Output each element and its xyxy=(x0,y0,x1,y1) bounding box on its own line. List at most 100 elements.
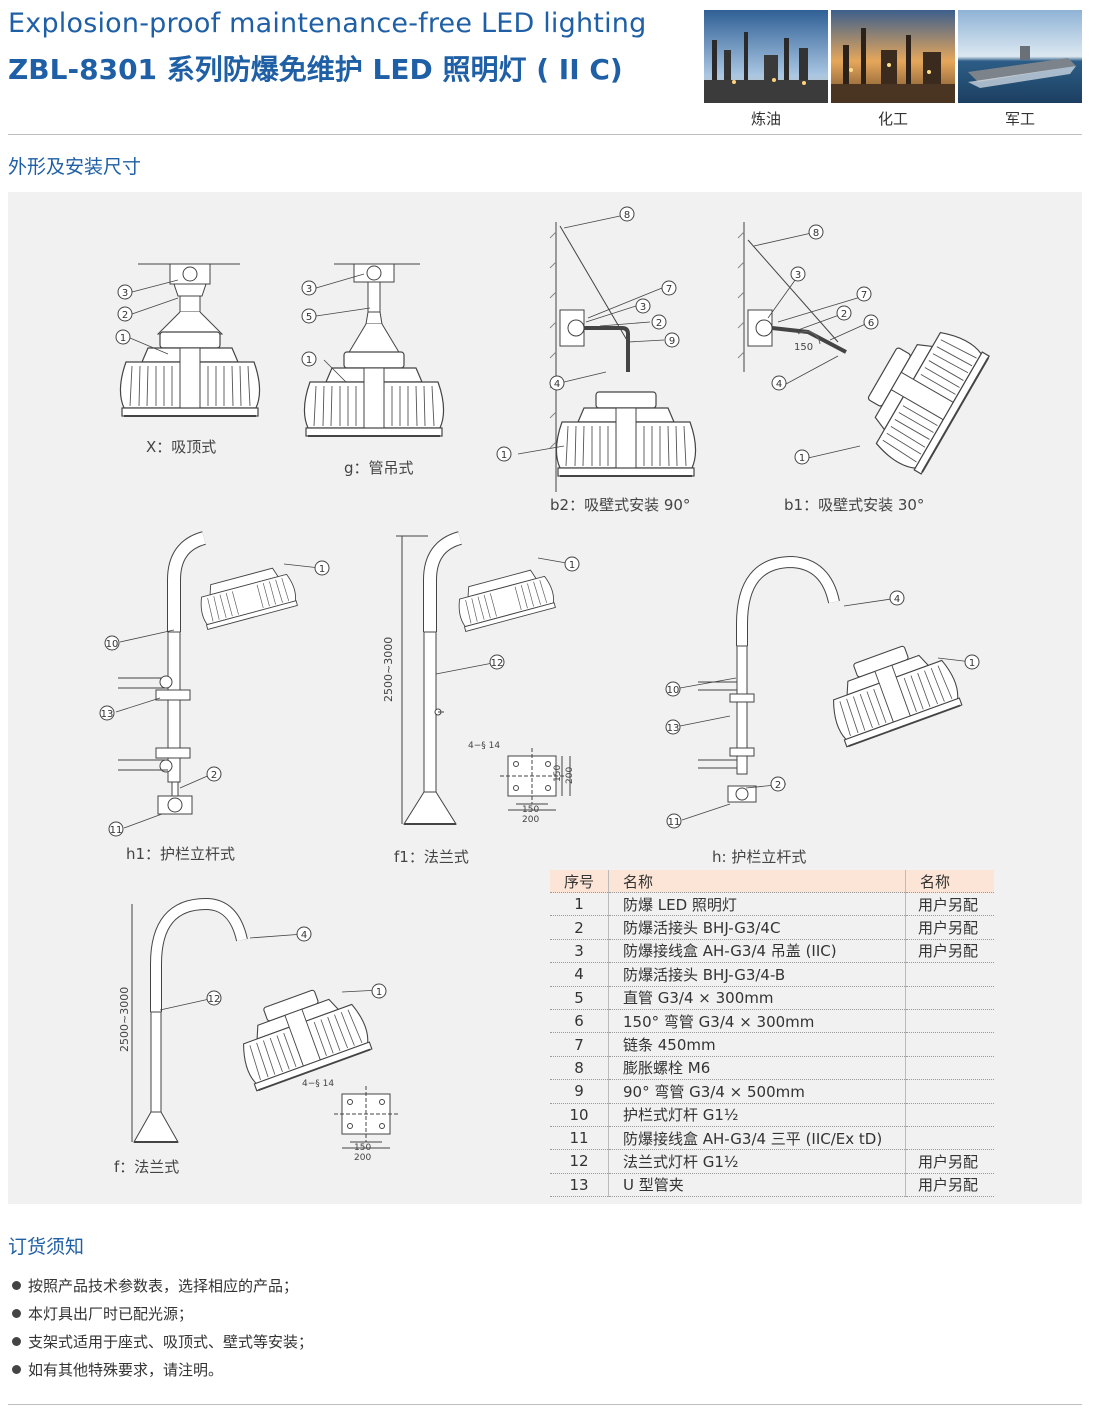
part-supply-note: 用户另配 xyxy=(905,915,994,940)
height-200: 200 xyxy=(565,767,575,784)
section-title-ordering: 订货须知 xyxy=(8,1236,85,1258)
svg-text:12: 12 xyxy=(491,658,504,669)
row-number: 3 xyxy=(550,939,609,964)
svg-text:4: 4 xyxy=(554,379,560,390)
svg-text:2: 2 xyxy=(841,309,847,320)
note-text: 支架式适用于座式、吸顶式、壁式等安装； xyxy=(28,1333,314,1351)
svg-text:3: 3 xyxy=(795,270,801,281)
callout-marker: 11 xyxy=(666,813,682,829)
part-name: 防爆接线盒 AH-G3/4 吊盖 (IIC) xyxy=(608,939,906,964)
callout-marker: 1 xyxy=(371,983,387,999)
photo-caption: 炼油 xyxy=(750,110,781,128)
part-supply-note xyxy=(905,986,994,1010)
callout-marker: 3 xyxy=(790,266,806,282)
callout-marker: 4 xyxy=(889,590,905,606)
svg-text:13: 13 xyxy=(667,723,680,734)
label-h-guardrail: h: 护栏立杆式 xyxy=(712,848,807,866)
callout-markers: 3 2 1 3 5 1 8 7 3 2 9 4 1 8 3 7 2 6 4 1 … xyxy=(99,206,980,1006)
list-item: 本灯具出厂时已配光源； xyxy=(12,1300,313,1328)
svg-text:1: 1 xyxy=(501,450,507,461)
callout-marker: 5 xyxy=(301,308,317,324)
diagram-wall-30: 150 xyxy=(737,222,991,477)
part-supply-note xyxy=(905,1009,994,1034)
height-dimension: 2500~3000 xyxy=(118,987,131,1052)
part-name: 护栏式灯杆 G1½ xyxy=(608,1103,906,1127)
bullet-icon xyxy=(12,1309,21,1318)
callout-marker: 2 xyxy=(206,766,222,782)
row-number: 10 xyxy=(550,1103,609,1127)
svg-text:10: 10 xyxy=(106,639,119,650)
row-number: 12 xyxy=(550,1149,609,1174)
callout-marker: 2 xyxy=(117,306,133,322)
diagram-pipe-pendant xyxy=(303,263,445,437)
callout-marker: 4 xyxy=(549,375,565,391)
angle-label: 150 xyxy=(794,342,813,353)
callout-marker: 10 xyxy=(665,681,681,697)
callout-marker: 13 xyxy=(665,719,681,735)
callout-marker: 1 xyxy=(564,556,580,572)
label-b1-wall-30: b1：吸壁式安装 30° xyxy=(784,496,925,514)
callout-marker: 1 xyxy=(496,446,512,462)
width-150: 150 xyxy=(522,805,539,815)
svg-text:11: 11 xyxy=(668,817,681,828)
diagram-wall-90 xyxy=(549,222,697,492)
svg-text:13: 13 xyxy=(101,709,114,720)
callout-marker: 3 xyxy=(117,284,133,300)
part-supply-note: 用户另配 xyxy=(905,1173,994,1198)
svg-text:3: 3 xyxy=(122,288,128,299)
label-b2-wall-90: b2：吸壁式安装 90° xyxy=(550,496,691,514)
part-name: 膨胀螺栓 M6 xyxy=(608,1056,906,1081)
callout-marker: 1 xyxy=(301,351,317,367)
holes-dimension: 4−§ 14 xyxy=(302,1079,334,1089)
svg-text:2: 2 xyxy=(122,310,128,321)
svg-text:7: 7 xyxy=(666,284,672,295)
row-number: 11 xyxy=(550,1126,609,1151)
callout-marker: 6 xyxy=(863,314,879,330)
row-number: 1 xyxy=(550,892,609,917)
refinery-photo xyxy=(704,10,828,103)
part-name: 90° 弯管 G3/4 × 500mm xyxy=(608,1079,906,1104)
bullet-icon xyxy=(12,1281,21,1290)
callout-marker: 12 xyxy=(206,990,222,1006)
section-title-dimensions: 外形及安装尺寸 xyxy=(8,156,142,178)
callout-marker: 8 xyxy=(619,206,635,222)
svg-text:4: 4 xyxy=(894,594,900,605)
part-supply-note xyxy=(905,1079,994,1104)
width-200: 200 xyxy=(354,1153,371,1163)
part-supply-note xyxy=(905,962,994,987)
width-200: 200 xyxy=(522,815,539,825)
part-name: 法兰式灯杆 G1½ xyxy=(608,1149,906,1174)
callout-marker: 1 xyxy=(314,560,330,576)
row-number: 4 xyxy=(550,962,609,987)
svg-text:1: 1 xyxy=(569,560,575,571)
callout-marker: 2 xyxy=(836,305,852,321)
row-number: 13 xyxy=(550,1173,609,1198)
callout-marker: 2 xyxy=(651,314,667,330)
svg-text:2: 2 xyxy=(656,318,662,329)
svg-text:1: 1 xyxy=(969,658,975,669)
military-ship-photo xyxy=(958,10,1082,103)
title-en: Explosion-proof maintenance-free LED lig… xyxy=(8,8,647,39)
svg-text:11: 11 xyxy=(110,825,123,836)
part-name: 防爆接线盒 AH-G3/4 三平 (IIC/Ex tD) xyxy=(608,1126,906,1151)
holes-dimension: 4−§ 14 xyxy=(468,741,500,751)
height-150: 150 xyxy=(553,765,563,782)
callout-marker: 2 xyxy=(770,776,786,792)
note-text: 本灯具出厂时已配光源； xyxy=(28,1305,194,1323)
part-name: 链条 450mm xyxy=(608,1032,906,1057)
list-item: 如有其他特殊要求，请注明。 xyxy=(12,1356,313,1384)
label-h1-guardrail: h1：护栏立杆式 xyxy=(126,845,236,863)
photo-caption: 军工 xyxy=(1004,110,1035,128)
list-item: 支架式适用于座式、吸顶式、壁式等安装； xyxy=(12,1328,313,1356)
title-cn: ZBL-8301 系列防爆免维护 LED 照明灯 ( II C) xyxy=(8,53,623,86)
column-header: 序号 xyxy=(550,870,609,893)
header-divider xyxy=(8,134,1082,135)
part-supply-note: 用户另配 xyxy=(905,892,994,917)
